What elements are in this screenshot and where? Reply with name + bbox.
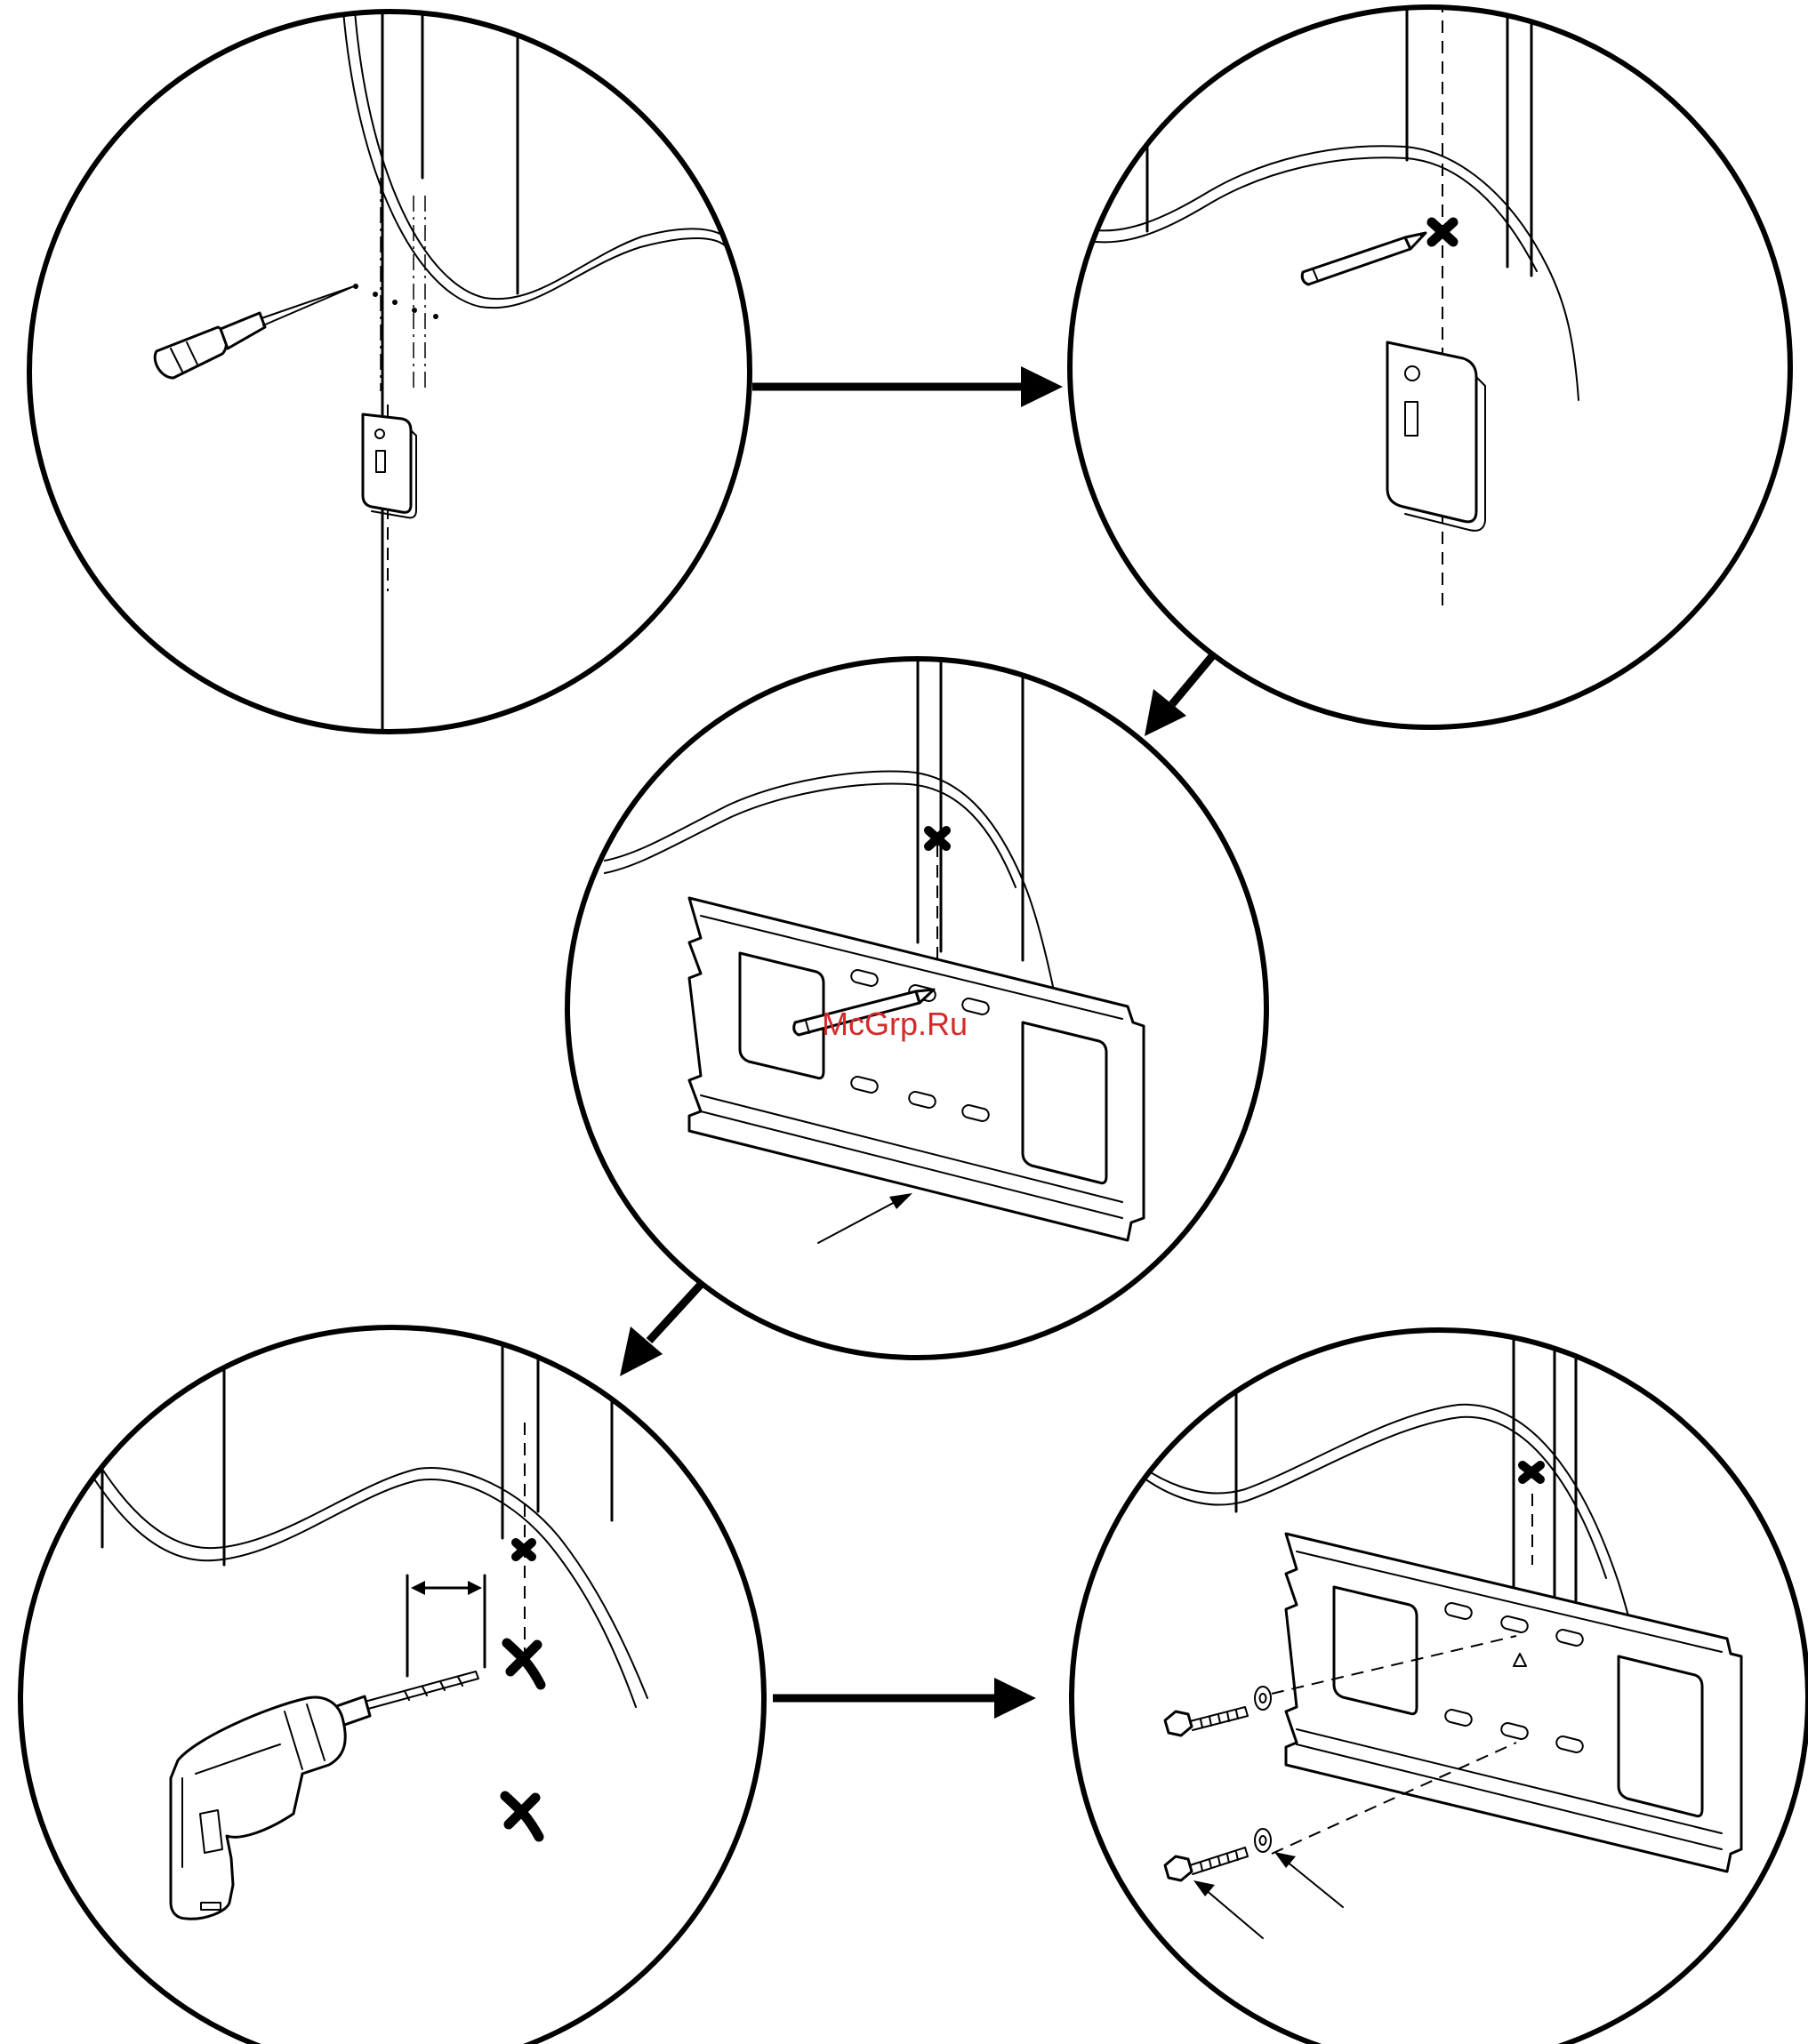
- light-switch-icon: [1387, 342, 1485, 531]
- flow-arrow-4-to-5: [773, 1678, 1036, 1719]
- step-5-panel: [1072, 1316, 1808, 2044]
- step-4-panel: [20, 1316, 764, 2044]
- flow-arrow-2-to-3: [1145, 651, 1217, 736]
- watermark: McGrp.Ru: [822, 1006, 968, 1042]
- step-3-panel: McGrp.Ru: [567, 658, 1266, 1358]
- step-1-panel: [29, 0, 750, 800]
- marked-point: [1523, 1465, 1540, 1479]
- step-2-panel: [1070, 0, 1790, 727]
- marked-point: [928, 830, 946, 846]
- marked-point: [516, 1543, 532, 1557]
- flow-arrow-3-to-4: [620, 1278, 707, 1376]
- light-switch-icon: [363, 414, 416, 517]
- flow-arrow-1-to-2: [752, 366, 1063, 407]
